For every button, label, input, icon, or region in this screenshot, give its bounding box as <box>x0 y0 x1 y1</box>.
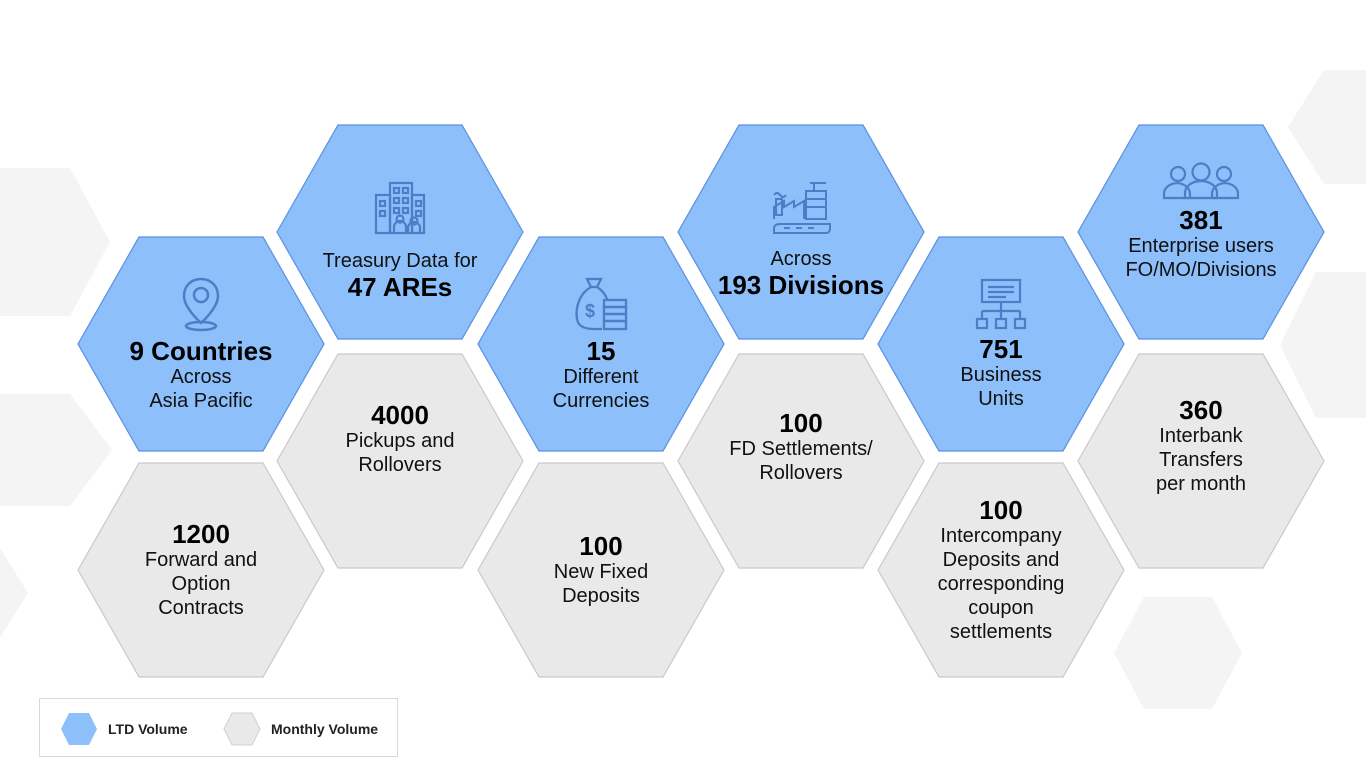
hex-intercompany-line-4: coupon <box>968 597 1034 619</box>
hex-divisions-prefix: Across <box>770 248 832 270</box>
hex-countries-line-1: Across <box>170 366 232 388</box>
hex-forward-contracts-value: 1200 <box>172 519 230 549</box>
hex-users-line-2: FO/MO/Divisions <box>1125 259 1277 281</box>
hex-intercompany-line-2: Deposits and <box>942 549 1060 571</box>
hex-fixed-deposits-line-2: Deposits <box>562 585 640 607</box>
hex-business-units: 751 Business Units <box>877 236 1125 452</box>
hex-interbank: 360 Interbank Transfers per month <box>1077 353 1325 569</box>
hex-currencies-line-2: Currencies <box>552 390 650 412</box>
hex-users-shape <box>1077 124 1325 340</box>
hex-countries: 9 Countries Across Asia Pacific <box>77 236 325 452</box>
legend-ltd-swatch <box>61 712 97 745</box>
hex-countries-line-2: Asia Pacific <box>149 390 253 412</box>
hex-fixed-deposits-line-1: New Fixed <box>553 561 649 583</box>
hex-forward-contracts-line-1: Forward and <box>144 549 258 571</box>
location-pin-icon <box>182 277 220 332</box>
hex-fd-settlements-line-1: FD Settlements/ <box>729 438 873 460</box>
hex-countries-value: 9 Countries <box>129 336 273 366</box>
industry-factory-icon <box>773 182 831 234</box>
legend-ltd: LTD Volume <box>60 699 188 758</box>
legend-ltd-label: LTD Volume <box>108 720 188 737</box>
hex-ares: Treasury Data for 47 AREs <box>276 124 524 340</box>
hex-countries-shape <box>77 236 325 452</box>
hex-users-value: 381 <box>1179 205 1223 235</box>
hex-forward-contracts-line-3: Contracts <box>158 597 244 619</box>
hex-interbank-line-2: Transfers <box>1159 449 1243 471</box>
legend-monthly-label: Monthly Volume <box>271 720 379 737</box>
hex-business-units-shape <box>877 236 1125 452</box>
org-chart-icon <box>975 278 1027 330</box>
hex-currencies-line-1: Different <box>563 366 639 388</box>
hex-fixed-deposits-value: 100 <box>579 531 623 561</box>
hex-interbank-line-1: Interbank <box>1159 425 1243 447</box>
hex-pickups-line-1: Pickups and <box>345 430 455 452</box>
hex-pickups: 4000 Pickups and Rollovers <box>276 353 524 569</box>
svg-text:$: $ <box>585 301 595 321</box>
hex-business-units-line-1: Business <box>960 364 1042 386</box>
legend-monthly: Monthly Volume <box>223 699 378 758</box>
legend-monthly-swatch <box>223 712 261 745</box>
hex-pickups-shape <box>276 353 524 569</box>
hex-currencies: $ 15 Different Currencies <box>477 236 725 452</box>
office-building-icon <box>374 181 426 235</box>
hex-fd-settlements: 100 FD Settlements/ Rollovers <box>677 353 925 569</box>
hex-forward-contracts-shape <box>77 462 325 678</box>
hex-interbank-line-3: per month <box>1155 473 1247 495</box>
hex-intercompany-shape <box>877 462 1125 678</box>
hex-forward-contracts-line-2: Option <box>171 573 231 595</box>
hex-intercompany-line-1: Intercompany <box>940 525 1062 547</box>
hex-users-line-1: Enterprise users <box>1128 235 1274 257</box>
hex-users: 381 Enterprise users FO/MO/Divisions <box>1077 124 1325 340</box>
hex-forward-contracts: 1200 Forward and Option Contracts <box>77 462 325 678</box>
hex-business-units-value: 751 <box>979 334 1023 364</box>
hex-fd-settlements-value: 100 <box>779 408 823 438</box>
hex-intercompany-line-3: corresponding <box>937 573 1065 595</box>
money-bag-coins-icon: $ <box>575 277 628 331</box>
hex-fixed-deposits-shape <box>477 462 725 678</box>
hex-currencies-shape <box>477 236 725 452</box>
hex-pickups-line-2: Rollovers <box>358 454 442 476</box>
hex-interbank-value: 360 <box>1179 395 1223 425</box>
users-group-icon <box>1162 162 1240 200</box>
legend: LTD Volume Monthly Volume <box>39 698 398 757</box>
hex-currencies-value: 15 <box>586 336 616 366</box>
hex-pickups-value: 4000 <box>371 400 429 430</box>
hex-intercompany-line-5: settlements <box>949 621 1053 643</box>
hex-fd-settlements-shape <box>677 353 925 569</box>
hex-ares-value: 47 AREs <box>347 272 453 302</box>
hex-fixed-deposits: 100 New Fixed Deposits <box>477 462 725 678</box>
hex-business-units-line-2: Units <box>978 388 1024 410</box>
hex-intercompany-value: 100 <box>979 495 1023 525</box>
hex-fd-settlements-line-2: Rollovers <box>759 462 843 484</box>
hex-divisions-value: 193 Divisions <box>717 270 885 300</box>
hex-ares-prefix: Treasury Data for <box>322 250 478 272</box>
hex-interbank-shape <box>1077 353 1325 569</box>
hex-intercompany: 100 Intercompany Deposits and correspond… <box>877 462 1125 678</box>
hex-divisions: Across 193 Divisions <box>677 124 925 340</box>
